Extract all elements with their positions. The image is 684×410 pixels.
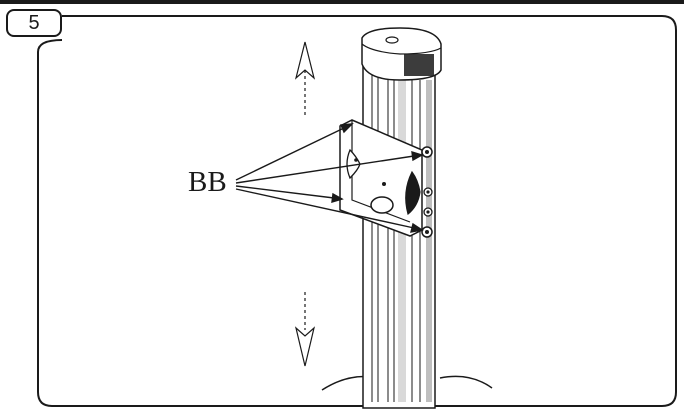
callout-label-bb: BB — [188, 166, 227, 198]
step-number-badge: 5 — [6, 9, 62, 37]
mounting-bracket — [339, 119, 423, 237]
bracket-side-lobe-left — [346, 148, 361, 180]
header-bar — [0, 0, 684, 4]
bracket-center-hole — [370, 196, 394, 214]
bolt-bottom — [421, 226, 433, 238]
arrow-up-icon — [294, 41, 316, 118]
column-cap — [361, 27, 442, 81]
column — [362, 57, 436, 409]
arrow-down-icon — [294, 292, 316, 367]
step-number: 5 — [28, 11, 40, 34]
bracket-side-lobe-right — [405, 170, 421, 216]
bolt-top — [421, 146, 433, 158]
bolt-middle — [423, 187, 433, 197]
callout-leader-lines — [235, 123, 424, 233]
step-frame — [37, 15, 677, 407]
bolt-lower — [423, 207, 433, 217]
